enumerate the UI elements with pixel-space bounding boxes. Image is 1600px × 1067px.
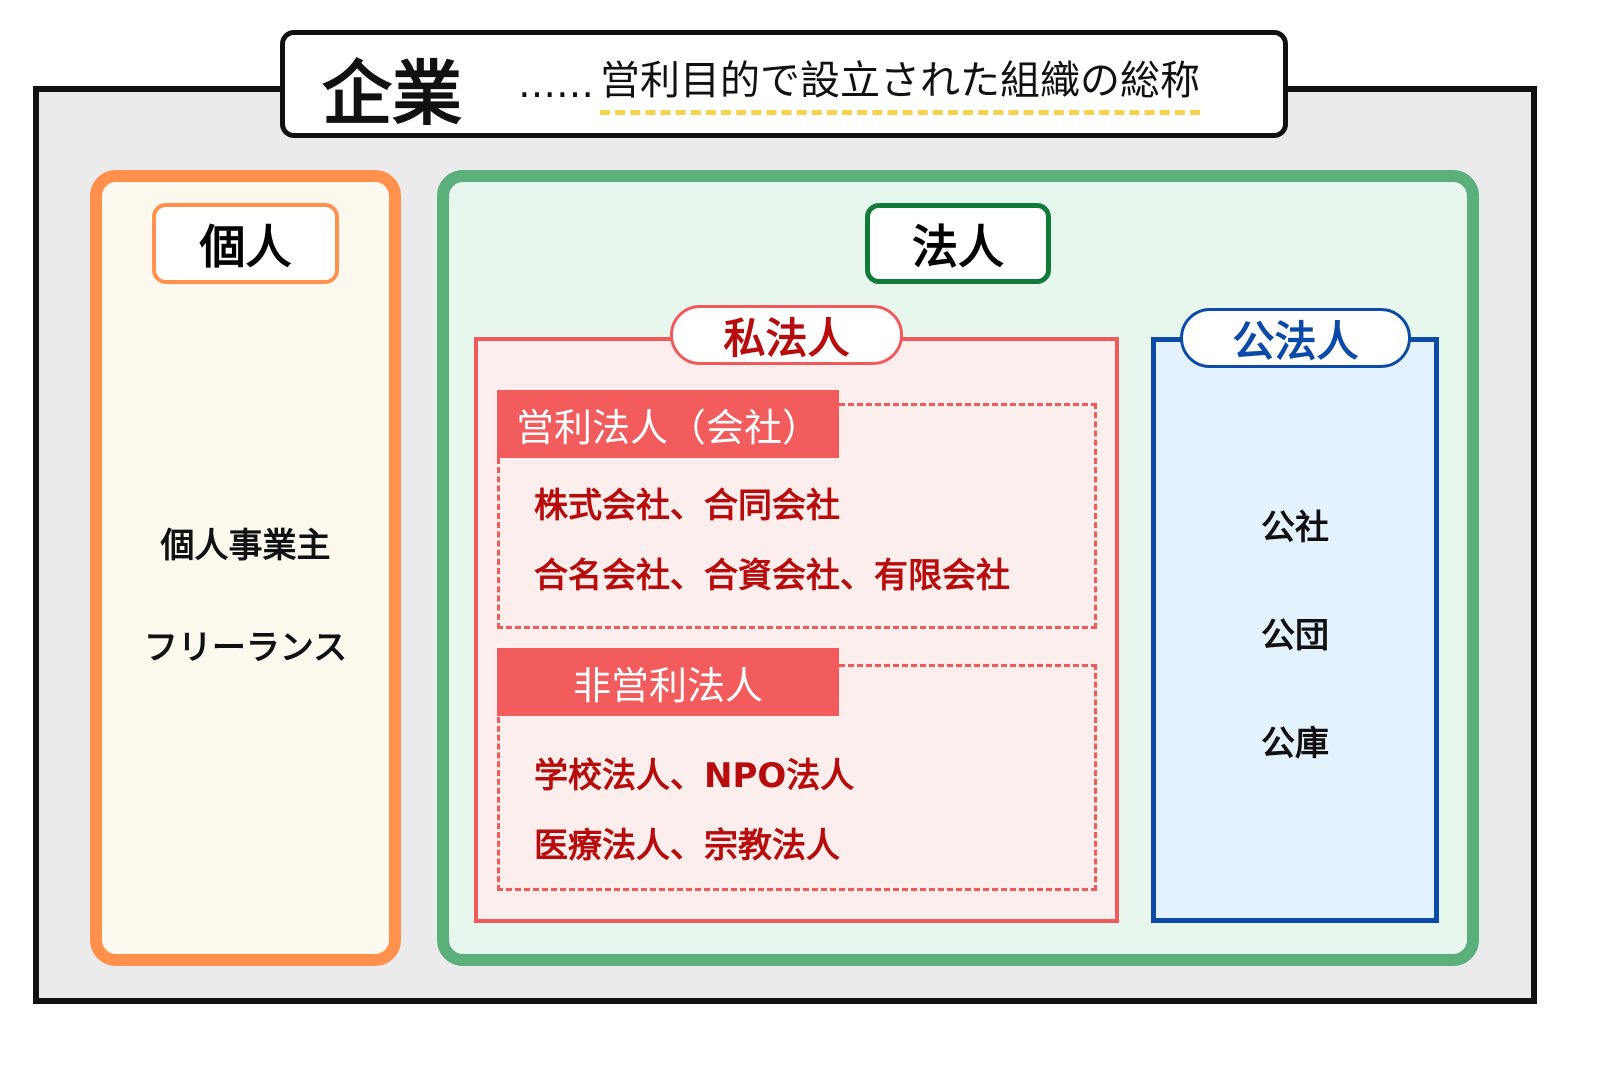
individual-item: 個人事業主	[160, 526, 331, 566]
for-profit-label: 営利法人（会社）	[497, 390, 839, 458]
non-profit-item: 学校法人、NPO法人	[534, 756, 855, 796]
individual-box	[90, 170, 401, 966]
title-description: 営利目的で設立された組織の総称	[600, 56, 1200, 115]
for-profit-item: 株式会社、合同会社	[534, 486, 840, 526]
non-profit-item: 医療法人、宗教法人	[534, 826, 840, 866]
public-corporation-label: 公法人	[1180, 308, 1411, 368]
individual-item: フリーランス	[143, 628, 348, 668]
title-heading: 企業	[322, 53, 462, 135]
public-corporation-item: 公庫	[1261, 724, 1329, 764]
public-corporation-item: 公社	[1261, 508, 1329, 548]
corporation-label: 法人	[865, 203, 1051, 284]
title-box	[280, 30, 1288, 138]
private-corporation-label: 私法人	[670, 305, 903, 365]
for-profit-item: 合名会社、合資会社、有限会社	[534, 556, 1010, 596]
individual-label: 個人	[152, 203, 339, 284]
public-corporation-box	[1151, 337, 1439, 923]
public-corporation-item: 公団	[1261, 616, 1329, 656]
title-dots: ……	[518, 62, 594, 106]
non-profit-label: 非営利法人	[497, 648, 839, 716]
